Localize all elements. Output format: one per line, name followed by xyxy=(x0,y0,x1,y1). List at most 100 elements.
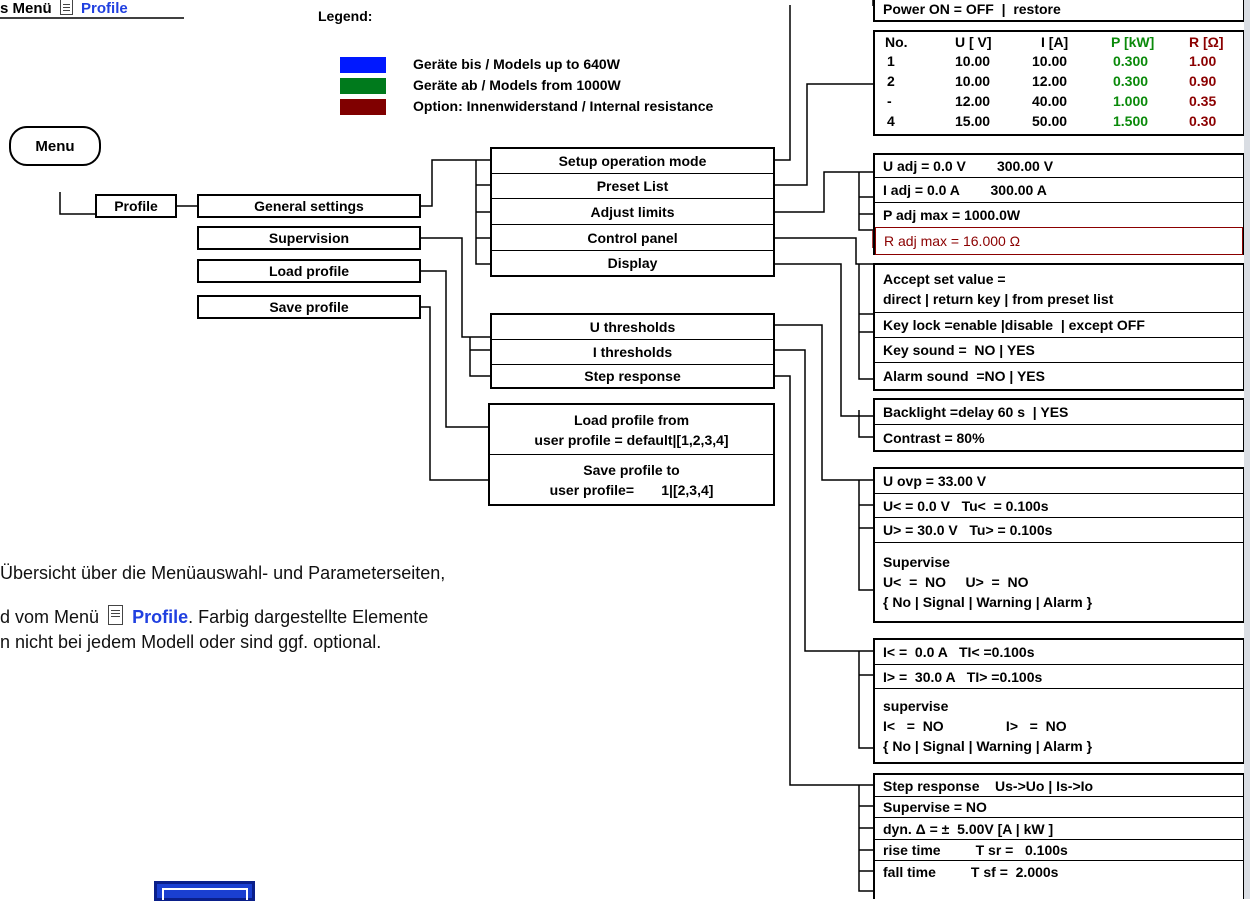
legend-item-label: Geräte bis / Models up to 640W xyxy=(413,56,620,72)
i-high-field[interactable]: I> = 30.0 A TI> =0.100s xyxy=(875,665,1243,689)
r-adj-max-field[interactable]: R adj max = 16.000 Ω xyxy=(875,228,1243,255)
scrollbar-track[interactable] xyxy=(1244,0,1250,899)
preset-cell: 12.00 xyxy=(955,93,991,109)
u-adj-field[interactable]: U adj = 0.0 V 300.00 V xyxy=(875,155,1243,178)
display-node[interactable]: Display xyxy=(607,255,658,271)
preset-col-p: P [kW] xyxy=(1111,34,1155,50)
key-sound-field[interactable]: Key sound = NO | YES xyxy=(875,338,1243,363)
body-text-line-3: n nicht bei jedem Modell oder sind ggf. … xyxy=(0,632,382,652)
page-header: s Menü Profile xyxy=(0,0,128,17)
i-low-field[interactable]: I< = 0.0 A TI< =0.100s xyxy=(875,640,1243,665)
step-response-node[interactable]: Step response xyxy=(584,368,681,384)
accept-set-value-options: direct | return key | from preset list xyxy=(883,290,1114,307)
save-profile-to-value: user profile= 1|[2,3,4] xyxy=(549,481,714,498)
preset-cell: 50.00 xyxy=(1032,113,1068,129)
load-profile-from-value: user profile = default|[1,2,3,4] xyxy=(534,431,729,448)
preset-col-u: U [ V] xyxy=(955,34,992,50)
i-supervise-values: I< = NO I> = NO xyxy=(883,717,1067,734)
setup-operation-mode-node[interactable]: Setup operation mode xyxy=(492,149,773,174)
control-panel-node[interactable]: Control panel xyxy=(492,225,773,251)
navigation-button-inner xyxy=(162,888,248,900)
fall-time-field[interactable]: fall time T sf = 2.000s xyxy=(883,864,1059,880)
document-icon xyxy=(59,0,73,15)
rise-time-field[interactable]: rise time T sr = 0.100s xyxy=(875,840,1243,861)
preset-cell: 10.00 xyxy=(1032,53,1068,69)
dyn-delta-field[interactable]: dyn. Δ = ± 5.00V [A | kW ] xyxy=(875,818,1243,840)
body-text-line-2: d vom Menü Profile. Farbig dargestellte … xyxy=(0,605,428,628)
preset-table-header: No. U [ V] I [A] P [kW] R [Ω] xyxy=(885,34,1243,52)
legend-swatch-blue xyxy=(340,57,386,73)
body-text-line-2-post: . Farbig dargestellte Elemente xyxy=(188,607,429,627)
key-lock-field[interactable]: Key lock =enable |disable | except OFF xyxy=(875,313,1243,338)
preset-table-row[interactable]: 2 10.00 12.00 0.300 0.90 xyxy=(887,73,1243,92)
i-supervise-label: supervise xyxy=(883,697,949,714)
preset-cell: 0.300 xyxy=(1113,73,1149,89)
u-supervise-values: U< = NO U> = NO xyxy=(883,574,1029,590)
u-thresholds-panel: U ovp = 33.00 V U< = 0.0 V Tu< = 0.100s … xyxy=(873,467,1245,623)
i-thresholds-node[interactable]: I thresholds xyxy=(492,340,773,365)
preset-col-no: No. xyxy=(885,34,908,50)
save-profile-node[interactable]: Save profile xyxy=(197,295,421,319)
preset-cell: 10.00 xyxy=(955,53,991,69)
save-profile-to-title: Save profile to xyxy=(583,461,680,478)
supervision-submenu: U thresholds I thresholds Step response xyxy=(490,313,775,389)
preset-cell: 0.35 xyxy=(1189,93,1217,109)
body-text-line-2-pre: d vom Menü xyxy=(0,607,100,627)
power-on-box[interactable]: Power ON = OFF | restore xyxy=(873,0,1245,22)
accept-set-value-field[interactable]: Accept set value = direct | return key |… xyxy=(875,265,1243,313)
save-profile-to-node[interactable]: Save profile to user profile= 1|[2,3,4] xyxy=(490,455,773,504)
preset-cell: 1.000 xyxy=(1113,93,1149,109)
adjust-limits-panel: U adj = 0.0 V 300.00 V I adj = 0.0 A 300… xyxy=(873,153,1245,255)
preset-cell: 40.00 xyxy=(1032,93,1068,109)
u-thresholds-node[interactable]: U thresholds xyxy=(492,315,773,340)
u-supervise-field[interactable]: Supervise U< = NO U> = NO { No | Signal … xyxy=(875,543,1243,621)
body-profile-link[interactable]: Profile xyxy=(132,607,189,627)
u-supervise-label: Supervise xyxy=(883,554,950,570)
menu-node[interactable]: Menu xyxy=(9,126,101,166)
p-adj-max-field[interactable]: P adj max = 1000.0W xyxy=(875,203,1243,228)
alarm-sound-field[interactable]: Alarm sound =NO | YES xyxy=(883,368,1045,384)
preset-table-row[interactable]: 4 15.00 50.00 1.500 0.30 xyxy=(887,113,1243,132)
preset-cell: 2 xyxy=(887,73,895,89)
supervise-field[interactable]: Supervise = NO xyxy=(875,797,1243,818)
i-adj-field[interactable]: I adj = 0.0 A 300.00 A xyxy=(875,178,1243,203)
preset-cell: 12.00 xyxy=(1032,73,1068,89)
preset-cell: - xyxy=(887,93,892,109)
legend-item-label: Option: Innenwiderstand / Internal resis… xyxy=(413,98,714,114)
backlight-field[interactable]: Backlight =delay 60 s | YES xyxy=(875,400,1243,425)
adjust-limits-node[interactable]: Adjust limits xyxy=(492,199,773,225)
step-response-title[interactable]: Step response Us->Uo | Is->Io xyxy=(875,775,1243,797)
load-profile-node[interactable]: Load profile xyxy=(197,259,421,283)
u-low-field[interactable]: U< = 0.0 V Tu< = 0.100s xyxy=(875,494,1243,518)
preset-table: No. U [ V] I [A] P [kW] R [Ω] 1 10.00 10… xyxy=(873,30,1245,136)
preset-table-row[interactable]: - 12.00 40.00 1.000 0.35 xyxy=(887,93,1243,112)
u-high-field[interactable]: U> = 30.0 V Tu> = 0.100s xyxy=(875,518,1243,543)
legend-swatch-green xyxy=(340,78,386,94)
preset-cell: 0.300 xyxy=(1113,53,1149,69)
supervision-node[interactable]: Supervision xyxy=(197,226,421,250)
general-settings-node[interactable]: General settings xyxy=(197,194,421,218)
preset-cell: 15.00 xyxy=(955,113,991,129)
display-panel: Backlight =delay 60 s | YES Contrast = 8… xyxy=(873,398,1245,452)
i-supervise-field[interactable]: supervise I< = NO I> = NO { No | Signal … xyxy=(875,689,1243,762)
body-text-line-1: Übersicht über die Menüauswahl- und Para… xyxy=(0,563,446,583)
preset-cell: 0.30 xyxy=(1189,113,1217,129)
document-icon xyxy=(108,605,124,625)
accept-set-value-label: Accept set value = xyxy=(883,270,1006,287)
profile-node[interactable]: Profile xyxy=(95,194,177,218)
load-profile-from-node[interactable]: Load profile from user profile = default… xyxy=(490,405,773,455)
legend-swatch-red xyxy=(340,99,386,115)
legend-title: Legend: xyxy=(318,8,373,24)
u-ovp-field[interactable]: U ovp = 33.00 V xyxy=(875,469,1243,494)
header-profile-link[interactable]: Profile xyxy=(81,0,128,17)
preset-col-r: R [Ω] xyxy=(1189,34,1224,50)
contrast-field[interactable]: Contrast = 80% xyxy=(883,429,985,446)
i-supervise-options: { No | Signal | Warning | Alarm } xyxy=(883,737,1093,754)
general-settings-submenu: Setup operation mode Preset List Adjust … xyxy=(490,147,775,277)
legend-item-label: Geräte ab / Models from 1000W xyxy=(413,77,621,93)
preset-list-node[interactable]: Preset List xyxy=(492,174,773,199)
preset-cell: 1.00 xyxy=(1189,53,1217,69)
header-title-prefix: s Menü xyxy=(0,0,52,17)
preset-table-row[interactable]: 1 10.00 10.00 0.300 1.00 xyxy=(887,53,1243,72)
